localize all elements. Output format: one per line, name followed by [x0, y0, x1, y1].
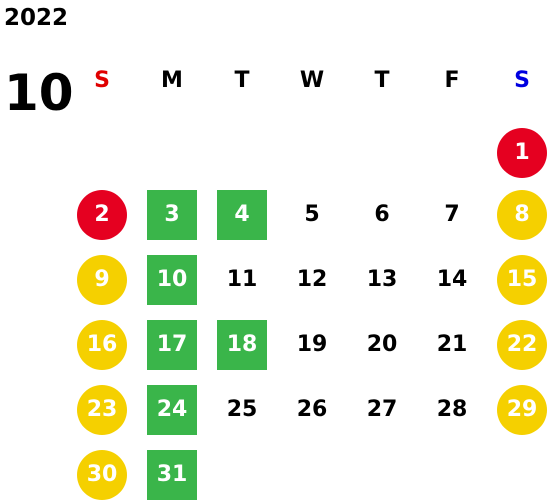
weekday-label: M [161, 68, 183, 93]
month-label: 10 [4, 64, 74, 122]
day-cell[interactable]: 14 [436, 267, 468, 292]
day-cell[interactable]: 24 [147, 385, 197, 435]
day-cell[interactable]: 23 [77, 385, 127, 435]
day-cell[interactable]: 27 [366, 397, 398, 422]
day-cell[interactable]: 9 [77, 255, 127, 305]
day-cell[interactable]: 11 [226, 267, 258, 292]
day-cell[interactable]: 28 [436, 397, 468, 422]
day-cell[interactable]: 15 [497, 255, 547, 305]
day-cell[interactable]: 25 [226, 397, 258, 422]
day-cell[interactable]: 16 [77, 320, 127, 370]
day-cell[interactable]: 2 [77, 190, 127, 240]
day-cell[interactable]: 7 [444, 202, 460, 227]
weekday-label: F [444, 68, 460, 93]
day-cell[interactable]: 17 [147, 320, 197, 370]
day-cell[interactable]: 29 [497, 385, 547, 435]
year-label: 2022 [4, 5, 69, 31]
day-cell[interactable]: 19 [296, 332, 328, 357]
day-cell[interactable]: 10 [147, 255, 197, 305]
day-cell[interactable]: 30 [77, 450, 127, 500]
day-cell[interactable]: 21 [436, 332, 468, 357]
weekday-label: T [234, 68, 250, 93]
day-cell[interactable]: 5 [304, 202, 320, 227]
weekday-label: S [514, 68, 530, 93]
day-cell[interactable]: 4 [217, 190, 267, 240]
day-cell[interactable]: 8 [497, 190, 547, 240]
day-cell[interactable]: 20 [366, 332, 398, 357]
weekday-label: W [299, 68, 325, 93]
day-cell[interactable]: 13 [366, 267, 398, 292]
day-cell[interactable]: 31 [147, 450, 197, 500]
day-cell[interactable]: 18 [217, 320, 267, 370]
weekday-label: S [94, 68, 110, 93]
day-cell[interactable]: 12 [296, 267, 328, 292]
day-cell[interactable]: 6 [374, 202, 390, 227]
day-cell[interactable]: 3 [147, 190, 197, 240]
day-cell[interactable]: 22 [497, 320, 547, 370]
weekday-label: T [374, 68, 390, 93]
day-cell[interactable]: 26 [296, 397, 328, 422]
day-cell[interactable]: 1 [497, 128, 547, 178]
